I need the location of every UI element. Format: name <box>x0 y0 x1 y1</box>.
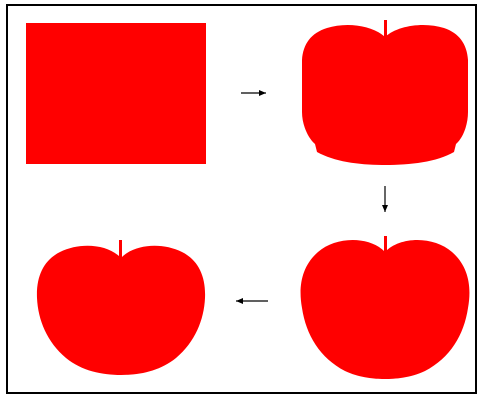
rounded-apple-stem <box>384 236 387 252</box>
final-apple-stem <box>119 240 122 258</box>
stage-rough-apple <box>302 20 468 165</box>
stage-final-apple <box>37 240 205 375</box>
rounded-apple-body <box>301 240 470 379</box>
final-apple-body <box>37 246 205 375</box>
stage-rounded-apple <box>301 236 470 379</box>
rough-apple-body <box>302 25 468 165</box>
rough-apple-stem <box>384 20 387 38</box>
stage-rectangle-shape <box>26 23 206 164</box>
